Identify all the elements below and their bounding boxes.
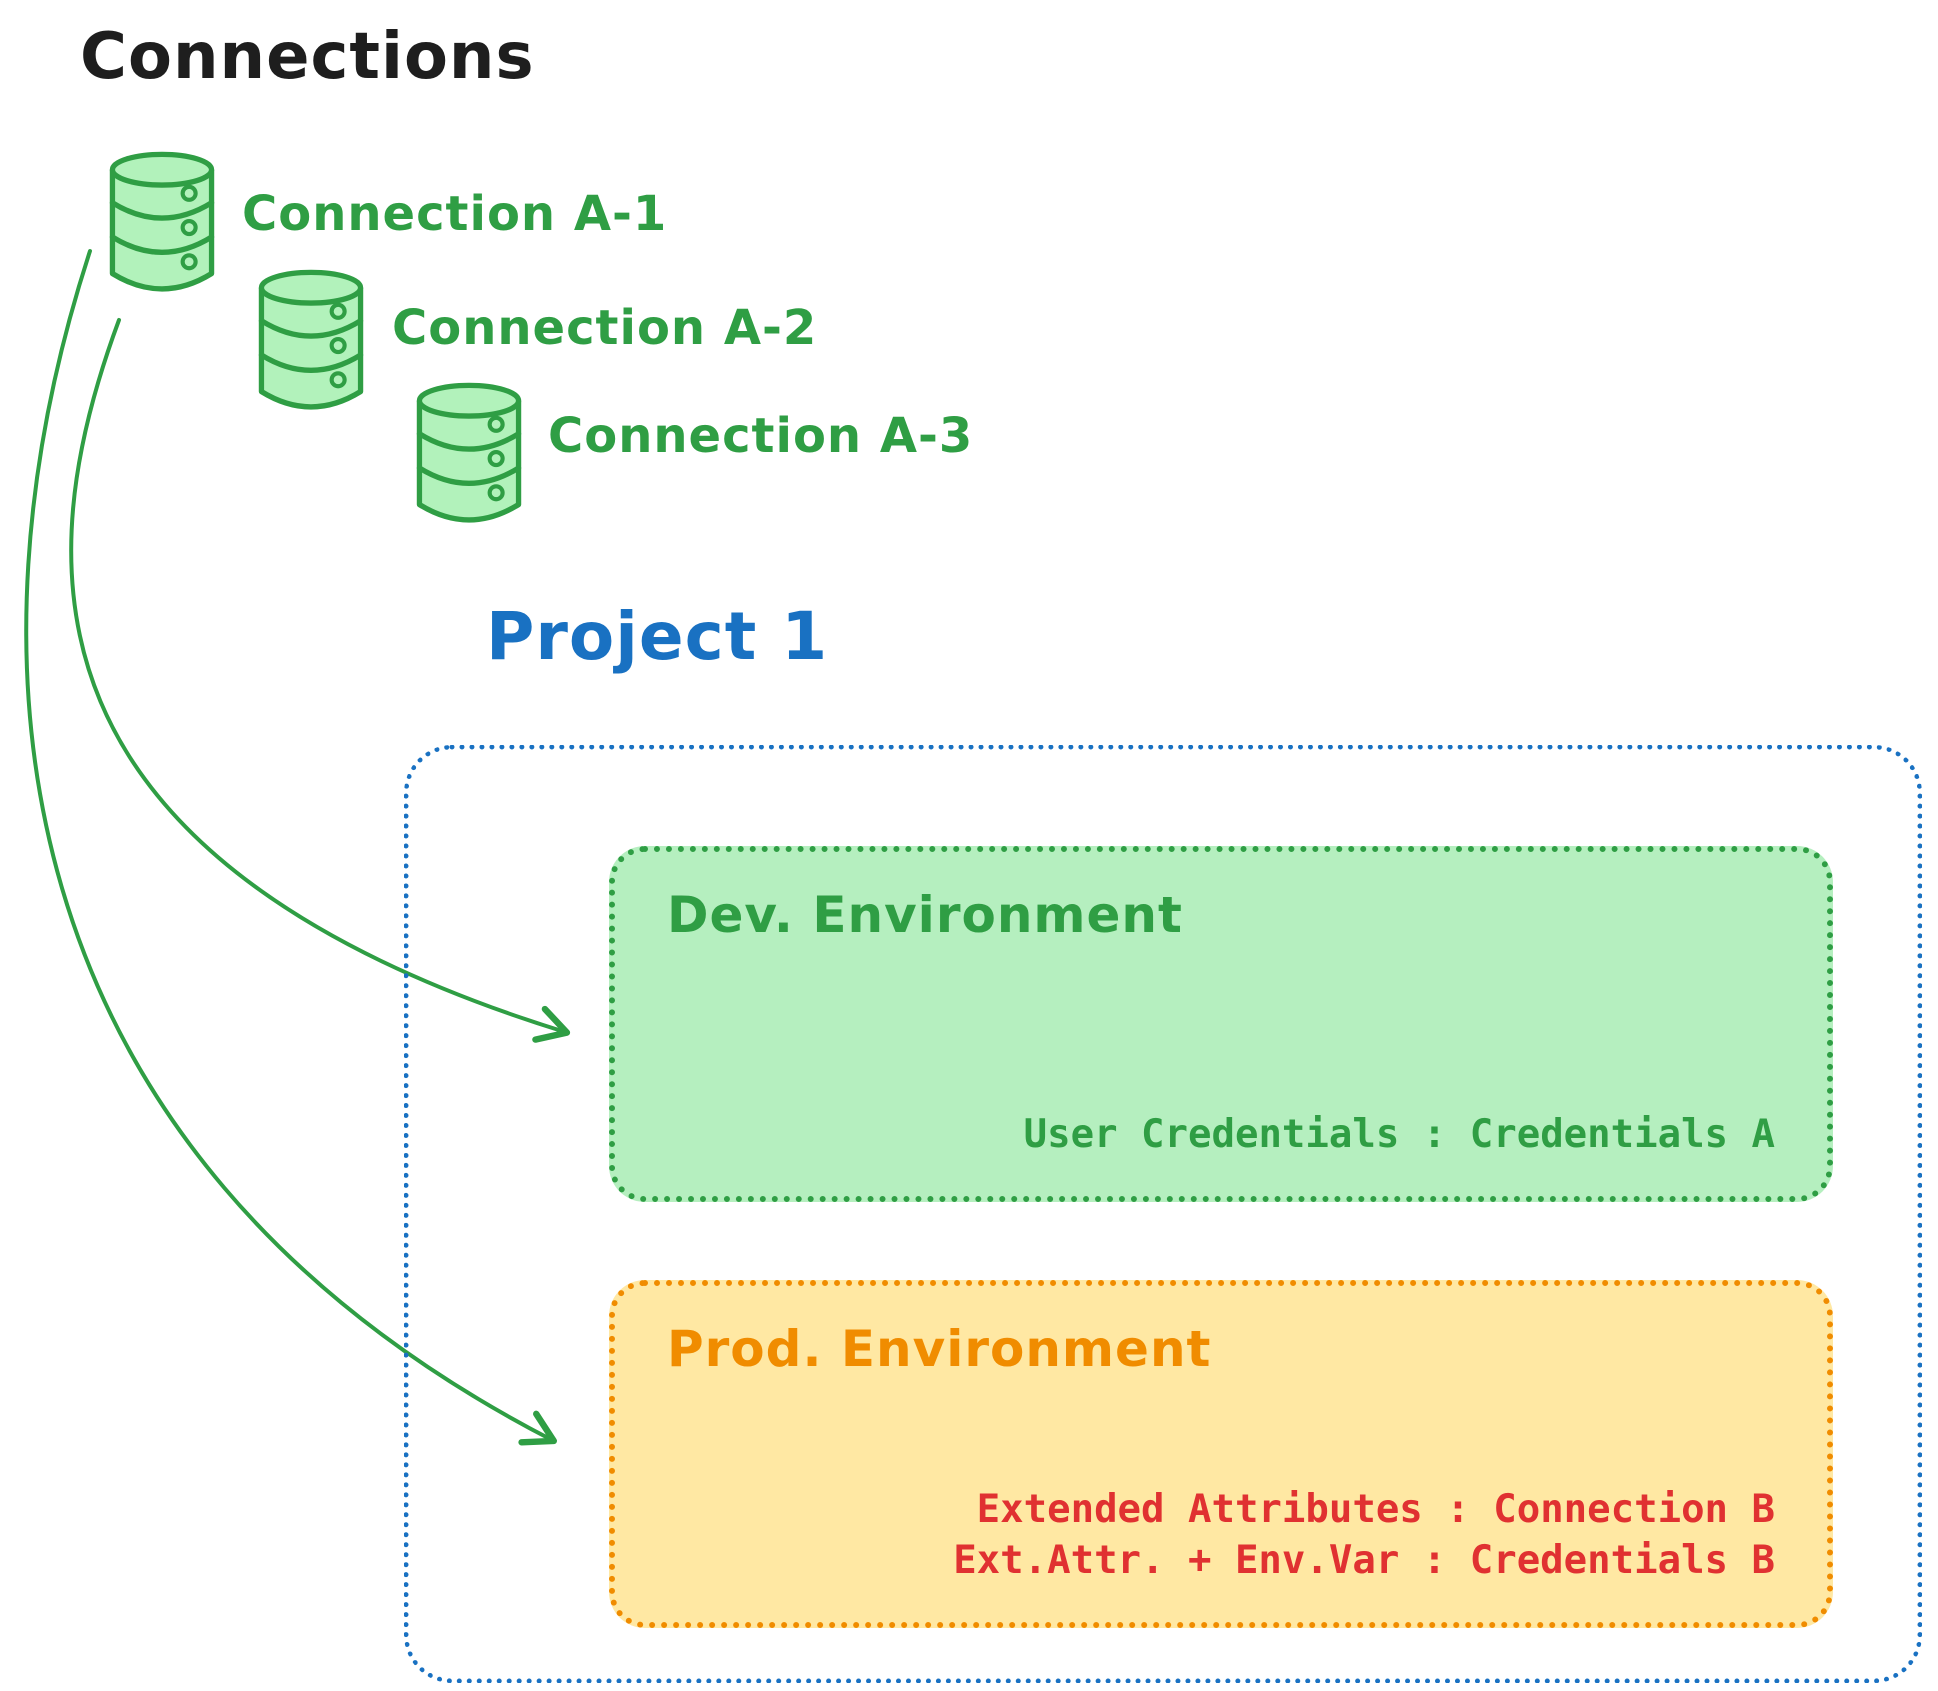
dev-environment-box: Dev. Environment User Credentials : Cred… (609, 846, 1833, 1202)
connection-label-a1: Connection A-1 (242, 186, 668, 242)
connection-a2-node (252, 268, 370, 416)
connection-label-a2: Connection A-2 (392, 300, 818, 356)
dev-environment-credentials: User Credentials : Credentials A (1024, 1109, 1775, 1160)
dev-credentials-line: User Credentials : Credentials A (1023, 1112, 1775, 1157)
prod-extended-attributes-line: Extended Attributes : Connection B (976, 1487, 1775, 1532)
connection-label-a3: Connection A-3 (548, 408, 974, 464)
connection-a3-node (410, 381, 528, 529)
project-title: Project 1 (486, 598, 829, 675)
prod-environment-title: Prod. Environment (667, 1320, 1212, 1378)
connection-a1-node (103, 150, 221, 298)
prod-ext-attr-env-var-line: Ext.Attr. + Env.Var : Credentials B (953, 1538, 1775, 1583)
prod-environment-attributes: Extended Attributes : Connection B Ext.A… (953, 1484, 1775, 1586)
connections-title: Connections (80, 20, 535, 94)
prod-environment-box: Prod. Environment Extended Attributes : … (609, 1280, 1833, 1628)
project-box: Dev. Environment User Credentials : Cred… (404, 745, 1922, 1683)
database-icon (109, 151, 215, 292)
database-icon (258, 269, 364, 410)
database-icon (416, 382, 522, 523)
dev-environment-title: Dev. Environment (667, 886, 1183, 944)
